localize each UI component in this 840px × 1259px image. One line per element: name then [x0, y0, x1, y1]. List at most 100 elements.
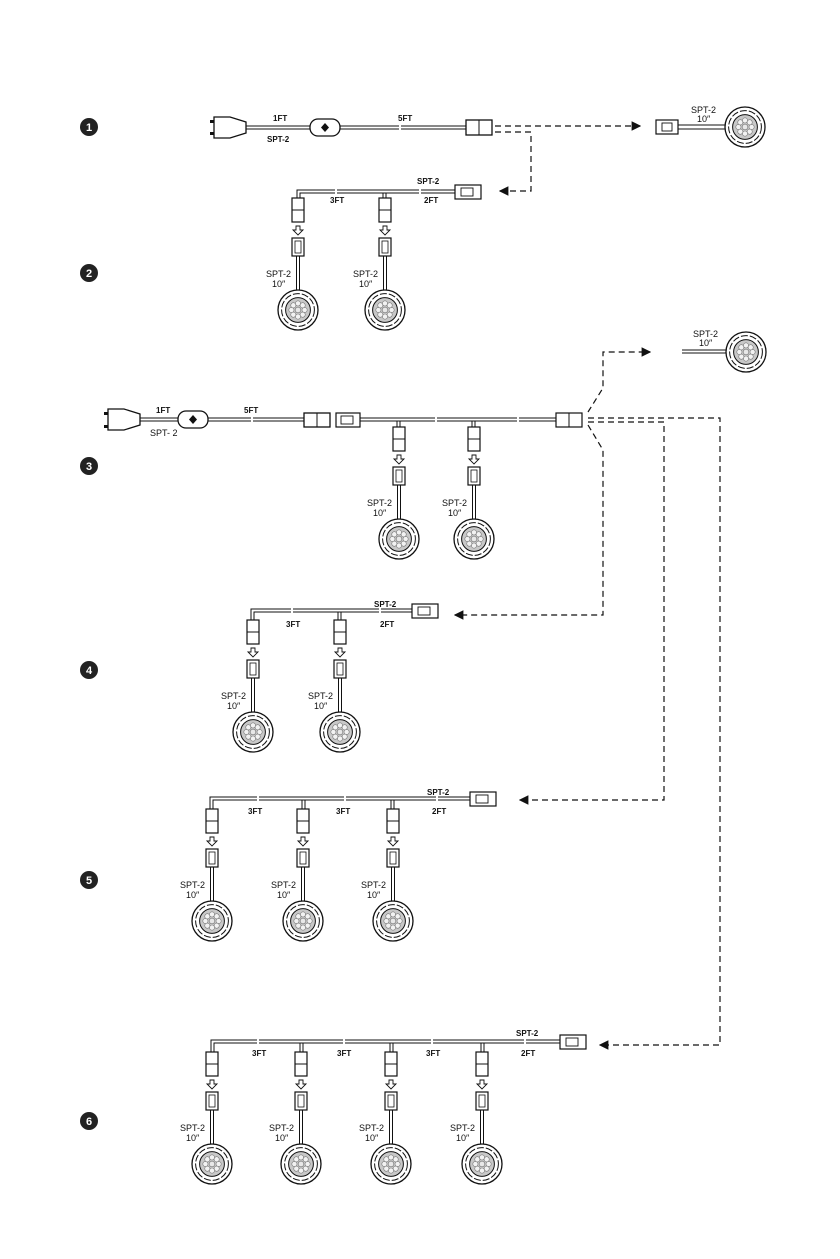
light-cable — [301, 867, 305, 901]
length-label: 10″ — [367, 890, 381, 900]
light-cable — [389, 1110, 393, 1144]
cable-type-label: SPT-2 — [427, 788, 450, 797]
down-arrow-icon — [246, 647, 260, 658]
light-drop-assembly: SPT-210″ — [180, 1051, 233, 1185]
length-label: 10″ — [373, 508, 387, 518]
length-label: 5FT — [398, 114, 412, 123]
light-drop-assembly: SPT-210″ — [450, 1051, 503, 1185]
male-plug — [475, 1091, 489, 1111]
puck-light — [378, 518, 420, 560]
puck-light-with-plug — [655, 106, 766, 148]
cable-type-label: SPT-2 — [417, 177, 440, 186]
female-connector — [467, 426, 481, 452]
step-number: 1 — [86, 122, 92, 134]
cable-type-label: SPT-2 — [374, 600, 397, 609]
cable-type-label: SPT-2 — [271, 880, 296, 890]
inline-switch — [309, 118, 341, 137]
cord — [140, 416, 304, 423]
male-plug — [378, 237, 392, 257]
light-cable — [383, 256, 387, 290]
female-connector — [384, 1051, 398, 1077]
down-arrow-icon — [384, 1079, 398, 1090]
male-plug — [291, 237, 305, 257]
light-drop-assembly: SPT-210″ — [442, 426, 495, 560]
step-number: 4 — [86, 665, 93, 677]
length-label: 3FT — [248, 807, 262, 816]
length-label: 10″ — [359, 279, 373, 289]
male-plug — [205, 848, 219, 868]
length-label: 2FT — [432, 807, 446, 816]
length-label: 10″ — [697, 114, 711, 124]
male-plug — [392, 466, 406, 486]
cable-type-label: SPT-2 — [267, 135, 290, 144]
light-drop-assembly: SPT-210″ — [367, 426, 420, 560]
down-arrow-icon — [467, 454, 481, 465]
female-connector — [333, 619, 347, 645]
step-badge-5: 5 — [80, 871, 98, 889]
length-label: 3FT — [426, 1049, 440, 1058]
step-number: 5 — [86, 875, 92, 887]
step-badge-4: 4 — [80, 661, 98, 679]
puck-light — [280, 1143, 322, 1185]
cable-type-label: SPT-2 — [367, 498, 392, 508]
light-drop-assembly: SPT-210″ — [269, 1051, 322, 1185]
cable-type-label: SPT-2 — [180, 880, 205, 890]
length-label: 10″ — [699, 338, 713, 348]
length-label: 5FT — [244, 406, 258, 415]
cord — [246, 124, 466, 131]
male-plug — [294, 1091, 308, 1111]
light-drop-assembly: SPT-210″ — [308, 619, 361, 753]
length-label: 10″ — [365, 1133, 379, 1143]
light-cable — [391, 867, 395, 901]
cable-type-label: SPT-2 — [361, 880, 386, 890]
down-arrow-icon — [475, 1079, 489, 1090]
inline-switch — [177, 410, 209, 429]
puck-light — [277, 289, 319, 331]
length-label: 10″ — [186, 1133, 200, 1143]
male-plug — [296, 848, 310, 868]
power-plug — [210, 116, 247, 139]
step-badge-6: 6 — [80, 1112, 98, 1130]
light-drop-assembly: SPT-210″ — [361, 808, 414, 942]
puck-light — [191, 900, 233, 942]
splitter-cable — [335, 412, 583, 428]
step-number: 6 — [86, 1116, 92, 1128]
light-cable — [296, 256, 300, 290]
cable-type-label: SPT-2 — [691, 105, 716, 115]
light-cable — [210, 867, 214, 901]
cable-type-label: SPT-2 — [353, 269, 378, 279]
male-plug — [205, 1091, 219, 1111]
cable-type-label: SPT-2 — [359, 1123, 384, 1133]
female-connector — [378, 197, 392, 223]
cable-type-label: SPT- 2 — [150, 428, 178, 438]
down-arrow-icon — [386, 836, 400, 847]
puck-light — [364, 289, 406, 331]
puck-light — [453, 518, 495, 560]
female-connector — [303, 412, 331, 428]
puck-light — [724, 106, 766, 148]
cable-type-label: SPT-2 — [450, 1123, 475, 1133]
length-label: 2FT — [380, 620, 394, 629]
light-cable — [472, 485, 476, 519]
female-connector — [392, 426, 406, 452]
length-label: 10″ — [186, 890, 200, 900]
down-arrow-icon — [205, 1079, 219, 1090]
male-plug — [333, 659, 347, 679]
female-connector — [465, 119, 493, 136]
length-label: 3FT — [252, 1049, 266, 1058]
male-plug — [246, 659, 260, 679]
female-connector — [296, 808, 310, 834]
puck-light — [370, 1143, 412, 1185]
down-arrow-icon — [296, 836, 310, 847]
length-label: 10″ — [448, 508, 462, 518]
light-drop-assembly: SPT-210″ — [359, 1051, 412, 1185]
length-label: 2FT — [521, 1049, 535, 1058]
puck-light — [461, 1143, 503, 1185]
female-connector — [291, 197, 305, 223]
light-cable — [251, 678, 255, 712]
step-badge-3: 3 — [80, 457, 98, 475]
length-label: 3FT — [336, 807, 350, 816]
length-label: 3FT — [330, 196, 344, 205]
